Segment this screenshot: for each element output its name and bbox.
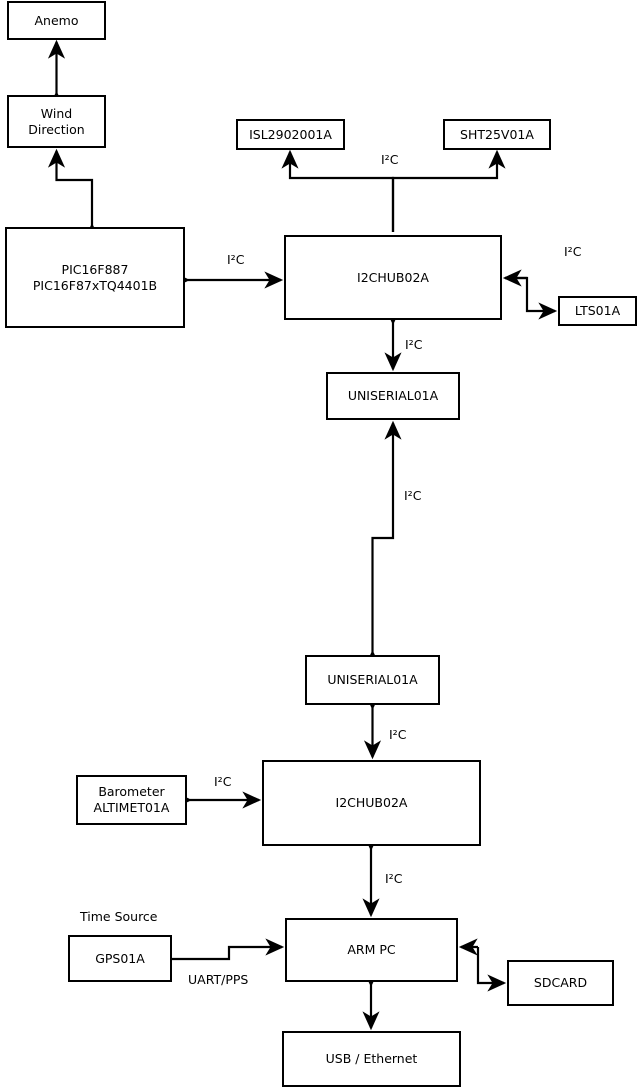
- node-barometer-altimet01a[interactable]: Barometer ALTIMET01A: [76, 775, 187, 825]
- node-wind-direction-label: Wind Direction: [28, 105, 85, 137]
- node-pic-microcontroller-label: PIC16F887 PIC16F87xTQ4401B: [32, 261, 158, 293]
- edge-label-gps-arm: UART/PPS: [188, 972, 249, 987]
- node-wind-direction[interactable]: Wind Direction: [7, 95, 106, 148]
- node-anemo-label: Anemo: [34, 12, 79, 28]
- wire-wind-direction-pic: [47, 148, 101, 242]
- edge-label-isl-sht-bus: I²C: [381, 152, 399, 167]
- edge-label-pic-hub: I²C: [227, 252, 245, 267]
- node-gps01a[interactable]: GPS01A: [68, 935, 172, 982]
- wire-uniserial-top-uniserial-bottom: [363, 420, 402, 669]
- node-gps01a-label: GPS01A: [95, 950, 145, 966]
- node-i2chub02a-top[interactable]: I2CHUB02A: [284, 235, 502, 320]
- wire-hub-top-lts: [505, 276, 558, 320]
- node-arm-pc-label: ARM PC: [347, 942, 396, 958]
- node-sht25v01a[interactable]: SHT25V01A: [443, 119, 551, 150]
- edge-label-uniserial-link: I²C: [404, 488, 422, 503]
- edge-label-hub-uniserial-top: I²C: [405, 337, 423, 352]
- node-barometer-altimet01a-label: Barometer ALTIMET01A: [93, 784, 170, 815]
- node-uniserial01a-bottom-label: UNISERIAL01A: [327, 672, 418, 688]
- node-lts01a[interactable]: LTS01A: [558, 296, 637, 326]
- node-usb-ethernet-label: USB / Ethernet: [325, 1051, 418, 1067]
- node-pic-microcontroller[interactable]: PIC16F887 PIC16F87xTQ4401B: [5, 227, 185, 328]
- node-anemo[interactable]: Anemo: [7, 1, 106, 40]
- node-sdcard-label: SDCARD: [533, 975, 588, 991]
- node-i2chub02a-bottom-label: I2CHUB02A: [335, 795, 408, 811]
- edge-label-hub-arm: I²C: [385, 871, 403, 886]
- wire-hub-top-sht: [391, 149, 506, 232]
- node-uniserial01a-top[interactable]: UNISERIAL01A: [326, 372, 460, 420]
- node-uniserial01a-top-label: UNISERIAL01A: [347, 388, 439, 404]
- wire-arm-pc-sdcard: [476, 947, 507, 992]
- label-time-source: Time Source: [80, 909, 158, 924]
- node-sht25v01a-label: SHT25V01A: [460, 126, 534, 142]
- node-isl2902001a[interactable]: ISL2902001A: [236, 119, 345, 150]
- wire-hub-top-isl: [281, 149, 395, 232]
- wire-gps-arm-pc: [172, 938, 285, 961]
- edge-label-hub-lts: I²C: [564, 244, 582, 259]
- edge-label-uniserial-hub-bottom: I²C: [389, 727, 407, 742]
- node-uniserial01a-bottom[interactable]: UNISERIAL01A: [305, 655, 440, 705]
- node-i2chub02a-top-label: I2CHUB02A: [357, 269, 429, 285]
- node-usb-ethernet[interactable]: USB / Ethernet: [282, 1031, 461, 1087]
- node-lts01a-label: LTS01A: [574, 303, 621, 319]
- node-i2chub02a-bottom[interactable]: I2CHUB02A: [262, 760, 481, 846]
- edge-label-barometer-hub: I²C: [214, 774, 232, 789]
- node-isl2902001a-label: ISL2902001A: [249, 126, 332, 142]
- node-sdcard[interactable]: SDCARD: [507, 960, 614, 1006]
- node-arm-pc[interactable]: ARM PC: [285, 918, 458, 982]
